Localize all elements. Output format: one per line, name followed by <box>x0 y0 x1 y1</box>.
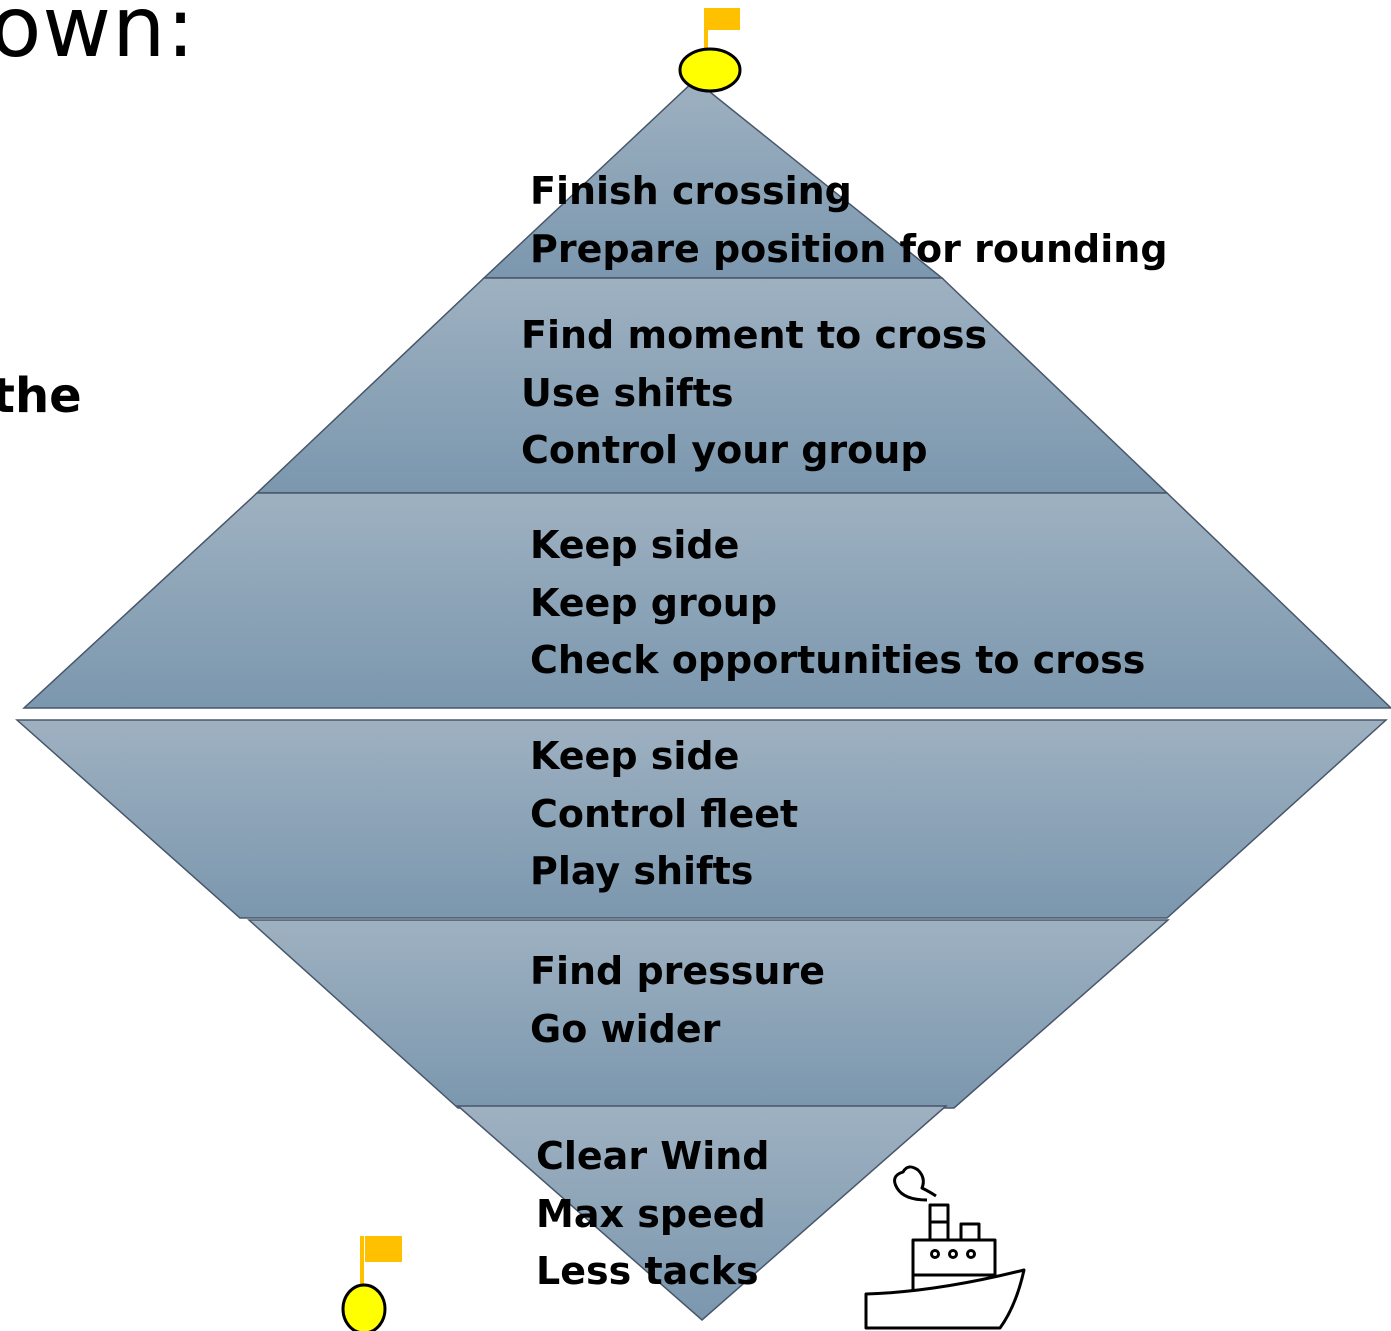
band-line: Find moment to cross <box>521 313 988 357</box>
side-text-fragment: the <box>0 368 82 424</box>
band-upwind-1 <box>22 492 1391 709</box>
top-buoy-flag-icon <box>678 8 742 93</box>
slide-title-fragment: own: <box>0 0 196 76</box>
band-downwind-1-text: Keep side Control fleet Play shifts <box>530 728 798 901</box>
band-upwind-2-text: Find moment to cross Use shifts Control … <box>521 307 987 480</box>
band-upwind-3-text: Finish crossing Prepare position for rou… <box>530 163 1168 278</box>
band-line: Check opportunities to cross <box>530 638 1146 682</box>
band-downwind-2-text: Find pressure Go wider <box>530 943 825 1058</box>
bottom-buoy-flag-icon <box>341 1236 402 1331</box>
band-line: Clear Wind <box>536 1134 770 1178</box>
band-line: Control fleet <box>530 791 799 836</box>
band-upwind-1-text: Keep side Keep group Check opportunities… <box>530 517 1145 690</box>
band-line: Control your group <box>521 428 928 472</box>
band-line: Less tacks <box>536 1249 759 1293</box>
band-line: Max speed <box>536 1191 766 1236</box>
band-line: Finish crossing <box>530 169 852 213</box>
band-line: Go wider <box>530 1006 721 1051</box>
band-line: Keep side <box>530 734 740 778</box>
band-downwind-3-text: Clear Wind Max speed Less tacks <box>536 1128 770 1301</box>
band-downwind-3 <box>456 1105 948 1321</box>
band-downwind-2 <box>247 919 1170 1109</box>
band-downwind-1 <box>15 719 1388 919</box>
band-line: Keep side <box>530 523 740 567</box>
band-line: Use shifts <box>521 370 734 415</box>
band-line: Keep group <box>530 580 778 625</box>
ship-icon <box>864 1165 1026 1330</box>
band-line: Play shifts <box>530 849 754 893</box>
band-line: Prepare position for rounding <box>530 226 1168 271</box>
band-line: Find pressure <box>530 949 825 993</box>
